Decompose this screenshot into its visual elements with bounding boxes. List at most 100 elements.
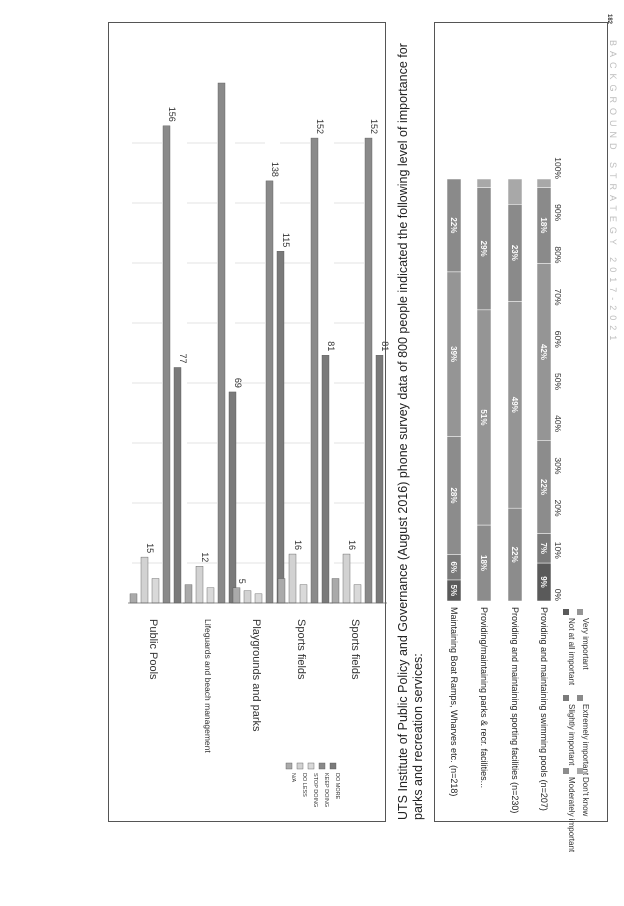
segment-label: 49% (510, 397, 519, 413)
axis-tick-label: 80% (553, 246, 563, 263)
legend-label: Not at all important (567, 618, 576, 686)
survey-caption: UTS Institute of Public Policy and Gover… (396, 43, 425, 820)
data-label: 152 (369, 119, 379, 134)
legend-label: DO LESS (301, 773, 307, 797)
segment-label: 22% (510, 547, 519, 563)
data-label: 81 (380, 341, 390, 351)
bar-stop-doing (299, 584, 308, 604)
bar-n-a (129, 593, 138, 604)
bar-do-less (243, 590, 252, 604)
data-label: 16 (293, 540, 303, 550)
stacked-segment (446, 178, 462, 273)
bar-stop-doing (254, 593, 263, 604)
data-label: 81 (326, 341, 336, 351)
bar-stop-doing (151, 578, 160, 604)
bar-keep-doing (310, 137, 319, 604)
bar-n-a (277, 578, 286, 604)
legend-swatch (307, 762, 315, 770)
data-label: 16 (347, 540, 357, 550)
data-label: 12 (200, 552, 210, 562)
legend-label: Don't know (581, 777, 590, 817)
bar-keep-doing (265, 180, 274, 604)
bar-do-more (375, 355, 384, 604)
data-label: 5 (237, 579, 247, 584)
bar-keep-doing (364, 137, 373, 604)
legend-swatch (285, 762, 293, 770)
segment-label: 5% (449, 585, 458, 597)
legend-swatch (563, 609, 569, 615)
axis-tick-label: 0% (553, 589, 563, 602)
bar-stop-doing (353, 584, 362, 604)
bar-do-more (173, 367, 182, 604)
data-label: 69 (233, 378, 243, 388)
segment-label: 7% (539, 542, 548, 554)
bar-do-less (342, 553, 351, 604)
segment-label: 28% (449, 487, 458, 503)
axis-tick-label: 10% (553, 542, 563, 559)
axis-tick-label: 50% (553, 373, 563, 390)
axis-tick-label: 70% (553, 289, 563, 306)
segment-label: 29% (479, 241, 488, 257)
bar-do-less (140, 556, 149, 604)
legend-swatch (318, 762, 326, 770)
segment-label: 42% (539, 344, 548, 360)
bar-do-less (288, 553, 297, 604)
axis-tick-label: 90% (553, 204, 563, 221)
axis-tick-label: 40% (553, 415, 563, 432)
bar-n-a (232, 587, 241, 604)
legend-swatch (577, 695, 583, 701)
legend-label: Very important (581, 618, 590, 670)
category-label: Playgrounds and parks (250, 619, 262, 732)
legend-swatch (296, 762, 304, 770)
category-label: Sports fields (349, 619, 361, 680)
legend-swatch (577, 609, 583, 615)
axis-tick-label: 20% (553, 500, 563, 517)
bar-do-more (228, 391, 237, 604)
legend-label: Moderately important (567, 777, 576, 853)
importance-stacked-chart: 5% 6% 28% 39% 22% Maintaining Boat Ramps, Wha… (434, 22, 608, 853)
legend-swatch (563, 768, 569, 774)
segment-label: 51% (479, 409, 488, 425)
segment-label: 6% (449, 561, 458, 573)
legend-swatch (577, 768, 583, 774)
legend-label: STOP DOING (312, 773, 318, 807)
data-label: 138 (270, 162, 280, 177)
data-label: 15 (145, 543, 155, 553)
legend-label: Slightly important (567, 704, 576, 766)
legend-label: N/A (290, 773, 296, 783)
stacked-segment (536, 178, 552, 188)
axis-tick-label: 60% (553, 331, 563, 348)
bar-n-a (184, 584, 193, 604)
bar-keep-doing (217, 82, 226, 604)
category-label: Providing/maintaining parks & recr. faci… (479, 607, 489, 788)
data-label: 152 (315, 119, 325, 134)
legend-label: Extremely important (581, 704, 590, 776)
category-label: Providing and maintaining swimming pools… (539, 607, 549, 811)
segment-label: 23% (510, 245, 519, 261)
data-label: 115 (281, 233, 291, 247)
data-label: 156 (167, 107, 177, 122)
category-label: Providing and maintaining sporting facil… (510, 607, 520, 813)
category-label: Public Pools (147, 619, 159, 680)
bar-do-more (276, 251, 285, 604)
legend-label: KEEP DOING (323, 773, 329, 807)
axis-tick-label: 30% (553, 457, 563, 474)
category-label: Sports fields (295, 619, 307, 680)
stacked-segment (476, 178, 492, 188)
segment-label: 22% (449, 217, 458, 233)
data-label: 77 (178, 353, 188, 363)
legend-swatch (329, 762, 337, 770)
segment-label: 22% (539, 479, 548, 495)
category-label: Lifeguards and beach management (203, 619, 213, 753)
segment-label: 9% (539, 576, 548, 588)
stacked-segment (507, 178, 523, 205)
segment-label: 18% (539, 217, 548, 233)
bar-n-a (331, 578, 340, 604)
category-label: Maintaining Boat Ramps, Wharves etc. (n=… (449, 607, 459, 796)
segment-label: 39% (449, 346, 458, 362)
legend-label: DO MORE (334, 773, 340, 800)
bar-stop-doing (206, 587, 215, 604)
side-footer: BACKGROUND STRATEGY 2017-2021 (608, 40, 618, 346)
bar-do-less (195, 566, 204, 604)
